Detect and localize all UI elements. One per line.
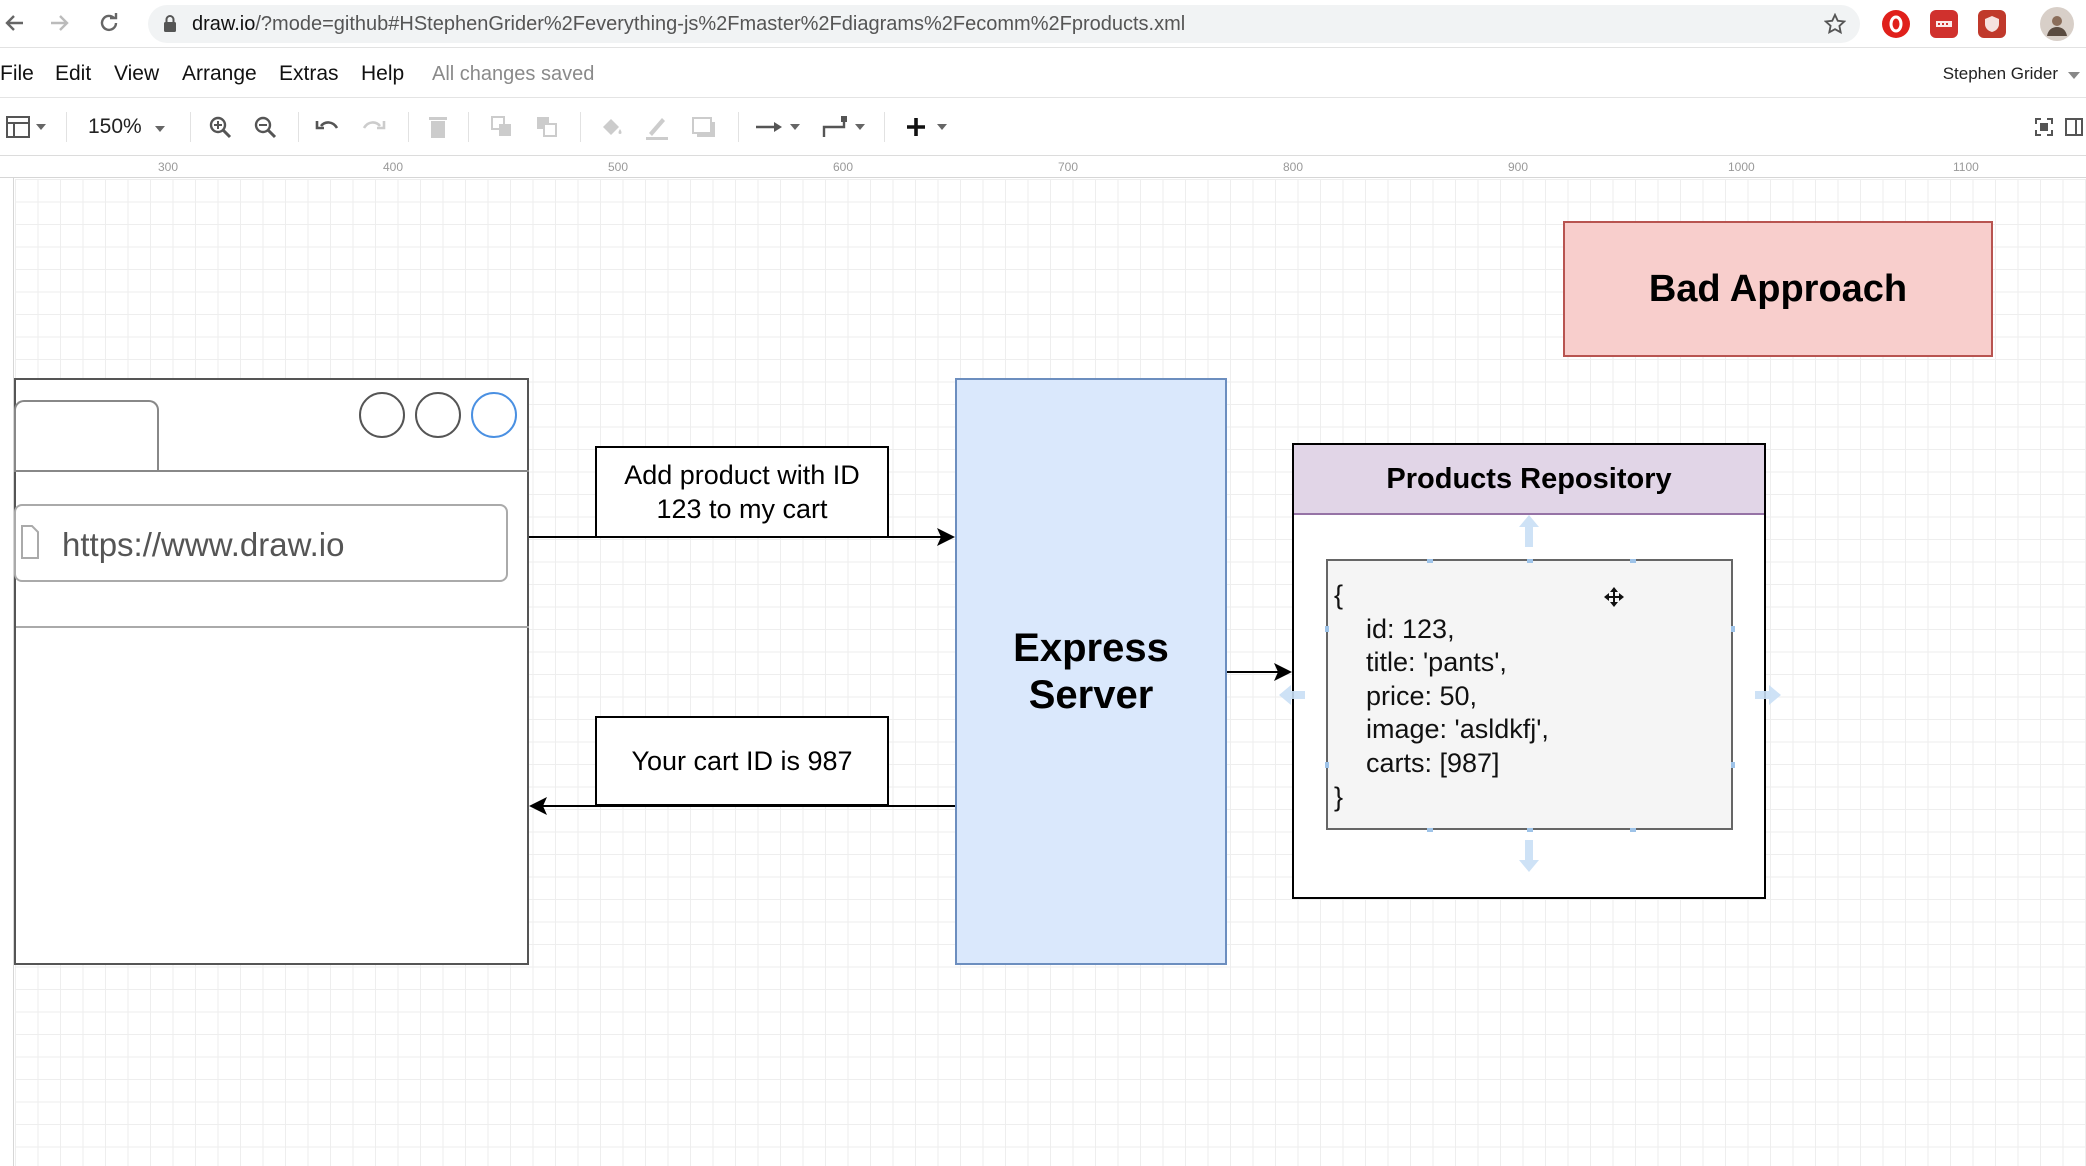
shadow-icon[interactable] (688, 111, 720, 143)
redo-icon[interactable] (358, 111, 390, 143)
fill-color-icon[interactable] (596, 111, 628, 143)
record-close-brace: } (1334, 781, 1344, 812)
record-line: id: 123, (1366, 613, 1455, 644)
record-open-brace: { (1334, 580, 1344, 610)
zoom-out-icon[interactable] (249, 111, 281, 143)
mockup-url-field: https://www.draw.io (14, 504, 508, 582)
ruler-label: 900 (1508, 160, 1529, 174)
mockup-url-text: https://www.draw.io (62, 526, 345, 563)
record-line: carts: [987] (1366, 747, 1500, 778)
url-text: draw.io/?mode=github#HStephenGrider%2Fev… (192, 13, 1186, 35)
undo-icon[interactable] (311, 111, 343, 143)
ruler-label: 600 (833, 160, 854, 174)
record-line: title: 'pants', (1366, 647, 1507, 678)
express-server-shape[interactable]: Express Server (955, 378, 1227, 965)
products-repository-title: Products Repository (1294, 445, 1764, 515)
opera-extension-icon[interactable] (1882, 10, 1910, 38)
back-icon[interactable] (0, 8, 30, 38)
browser-mockup-shape[interactable]: https://www.draw.io (14, 378, 529, 965)
menu-edit[interactable]: Edit (55, 62, 92, 85)
product-record-shape[interactable]: { id: 123, title: 'pants', price: 50, im… (1326, 559, 1733, 830)
user-menu-chevron-icon[interactable] (2068, 72, 2080, 79)
to-back-icon[interactable] (531, 111, 563, 143)
ruler-label: 300 (158, 160, 179, 174)
menu-help[interactable]: Help (361, 62, 405, 85)
mockup-tab (14, 400, 159, 472)
record-line: image: 'asldkfj', (1366, 714, 1549, 745)
connection-arrow-icon[interactable] (750, 111, 804, 143)
zoom-level[interactable]: 150% (88, 115, 142, 138)
zoom-in-icon[interactable] (204, 111, 236, 143)
profile-avatar[interactable] (2040, 7, 2074, 41)
mockup-circle-icon (359, 392, 405, 438)
ruler-label: 700 (1058, 160, 1079, 174)
ruler-label: 500 (608, 160, 629, 174)
waypoints-icon[interactable] (818, 111, 868, 143)
ublock-extension-icon[interactable] (1978, 10, 2006, 38)
mockup-circle-icon (415, 392, 461, 438)
bookmark-star-icon[interactable] (1823, 12, 1847, 40)
toolbar: 150% (0, 98, 2086, 156)
horizontal-ruler: 300 400 500 600 700 800 900 1000 1100 (0, 156, 2086, 178)
ruler-label: 1100 (1953, 160, 1979, 174)
vertical-ruler (0, 178, 14, 1166)
ruler-label: 800 (1283, 160, 1304, 174)
extension-red-icon[interactable] (1930, 10, 1958, 38)
menu-arrange[interactable]: Arrange (182, 62, 257, 85)
url-bar[interactable]: draw.io/?mode=github#HStephenGrider%2Fev… (148, 5, 1860, 43)
save-status: All changes saved (432, 63, 595, 85)
request-edge-label[interactable]: Add product with ID 123 to my cart (595, 446, 889, 538)
zoom-chevron-down-icon[interactable] (155, 126, 165, 132)
insert-plus-icon[interactable] (898, 111, 954, 143)
toggle-panel-icon[interactable] (2064, 111, 2084, 143)
response-edge-label[interactable]: Your cart ID is 987 (595, 716, 889, 806)
lock-icon (162, 14, 178, 39)
line-color-icon[interactable] (641, 111, 673, 143)
menu-extras[interactable]: Extras (279, 62, 339, 85)
delete-icon[interactable] (422, 111, 454, 143)
bad-approach-label[interactable]: Bad Approach (1563, 221, 1993, 357)
mockup-page-icon (20, 524, 40, 565)
reload-icon[interactable] (94, 8, 124, 38)
menu-bar: File Edit View Arrange Extras Help All c… (0, 48, 2086, 98)
record-line: price: 50, (1366, 680, 1478, 711)
to-front-icon[interactable] (486, 111, 518, 143)
browser-address-bar: draw.io/?mode=github#HStephenGrider%2Fev… (0, 0, 2086, 48)
menu-view[interactable]: View (114, 62, 160, 85)
fullscreen-icon[interactable] (2032, 111, 2056, 143)
forward-icon[interactable] (44, 8, 74, 38)
menu-file[interactable]: File (0, 62, 34, 85)
format-panel-icon[interactable] (2, 111, 50, 143)
mockup-circle-icon (471, 392, 517, 438)
ruler-label: 1000 (1728, 160, 1755, 174)
user-name[interactable]: Stephen Grider (1942, 64, 2058, 83)
ruler-label: 400 (383, 160, 404, 174)
